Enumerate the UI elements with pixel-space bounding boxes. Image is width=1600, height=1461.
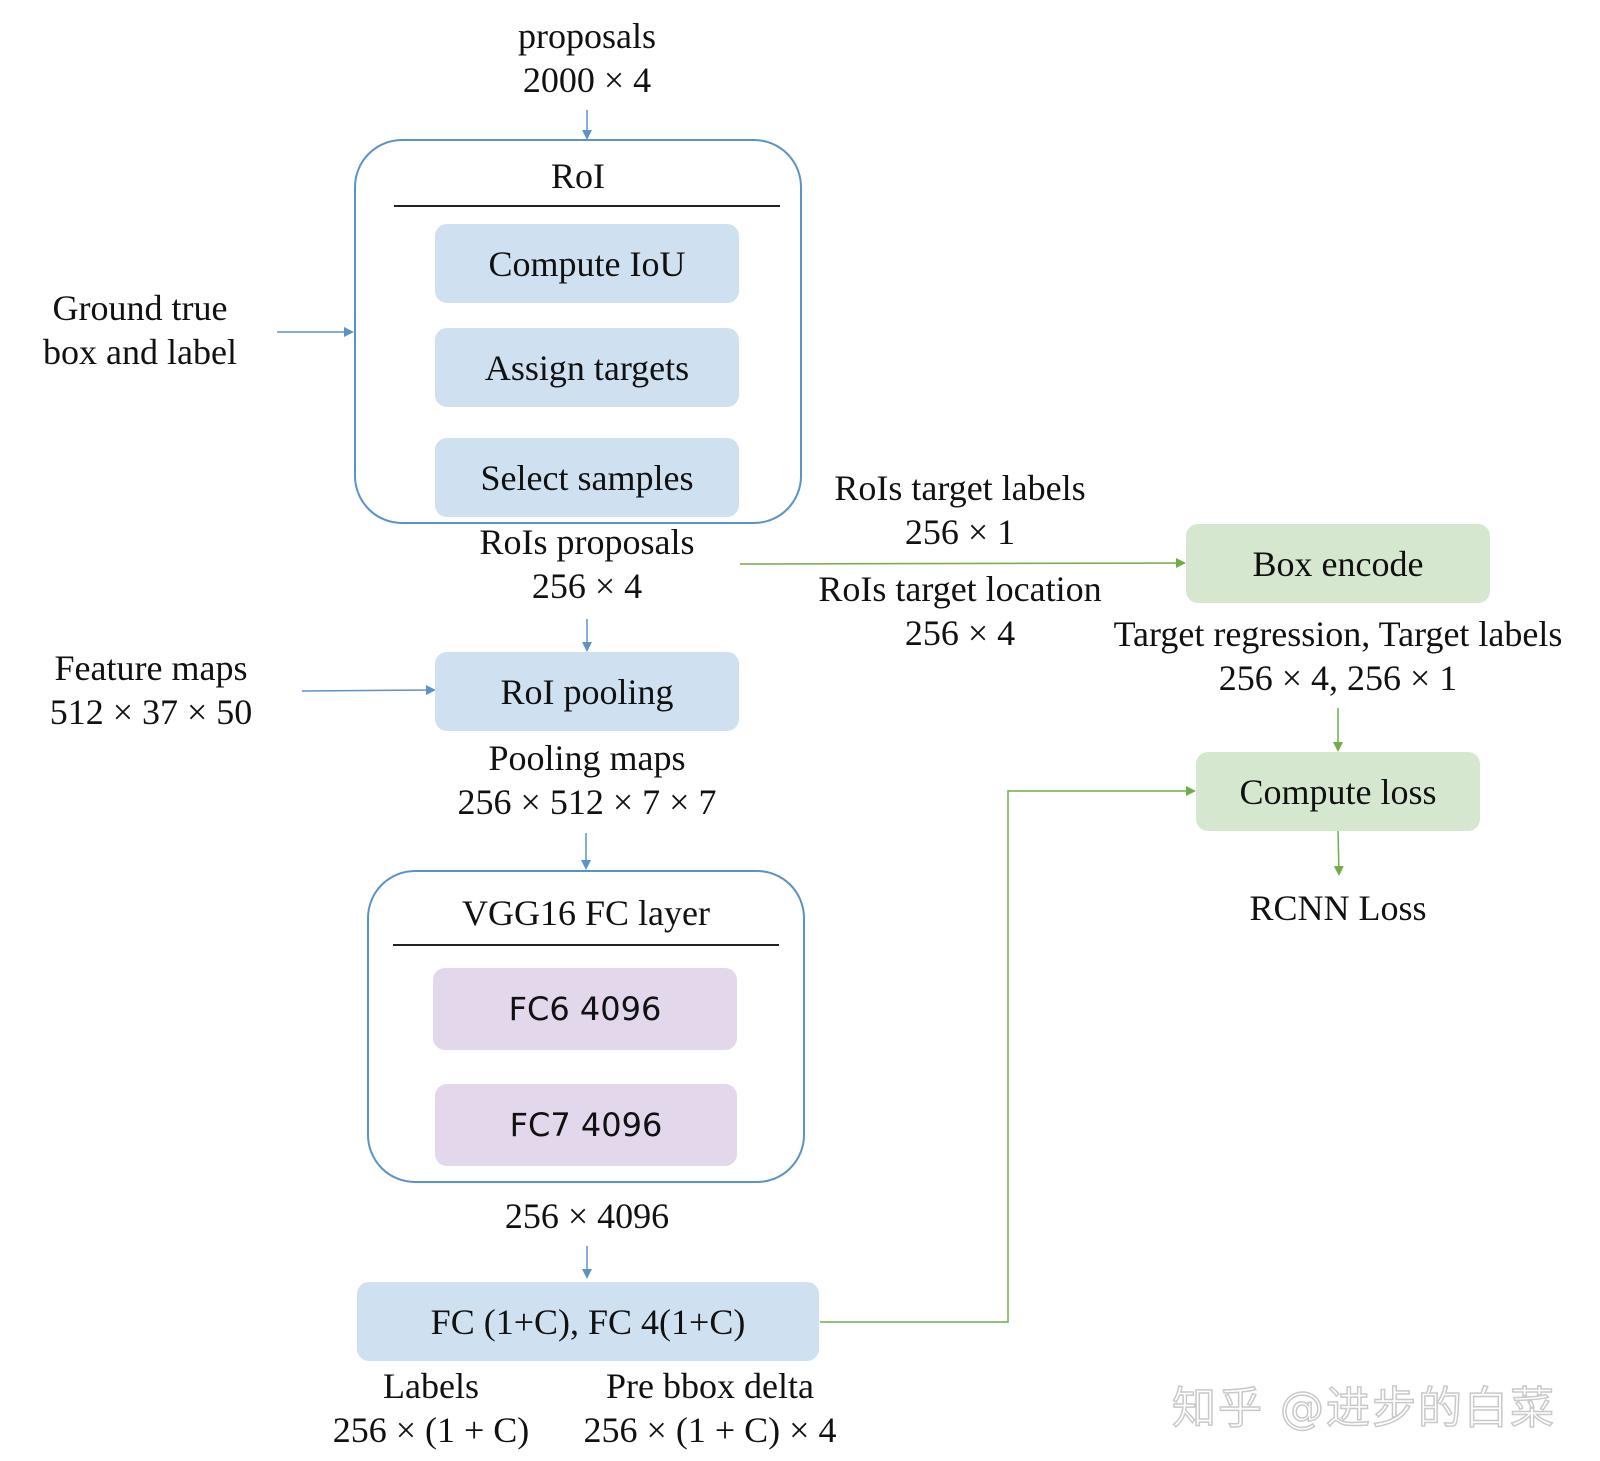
watermark: 知乎 @进步的白菜 — [1171, 1382, 1556, 1435]
arrow-computeloss-to-rcnnloss — [1333, 829, 1344, 876]
proposals-shape: 2000 × 4 — [522, 60, 652, 100]
box-encode-node: Box encode — [1186, 524, 1490, 603]
ground-truth-line2: box and label — [43, 332, 237, 372]
roi-group-title: RoI — [551, 156, 605, 196]
arrow-featuremaps-to-pooling — [301, 685, 436, 696]
feature-maps-label: Feature maps 512 × 37 × 50 — [20, 646, 282, 734]
rois-target-location-shape: 256 × 4 — [904, 613, 1016, 653]
rcnn-loss-label: RCNN Loss — [1249, 888, 1427, 928]
ground-truth-label: Ground true box and label — [20, 286, 260, 374]
rois-target-labels-shape: 256 × 1 — [904, 512, 1016, 552]
fc-heads-node: FC (1+C), FC 4(1+C) — [357, 1282, 819, 1361]
rois-proposals-shape: 256 × 4 — [531, 566, 643, 606]
rois-proposals-label: RoIs proposals 256 × 4 — [447, 520, 727, 608]
assign-targets-step: Assign targets — [435, 328, 739, 407]
target-regression-shape: 256 × 4, 256 × 1 — [1218, 658, 1458, 698]
pooling-maps-title: Pooling maps — [488, 738, 686, 778]
pooling-maps-shape: 256 × 512 × 7 × 7 — [457, 782, 717, 822]
vgg-fc-group-divider — [393, 944, 779, 946]
proposals-title: proposals — [518, 16, 656, 56]
target-regression-label: Target regression, Target labels 256 × 4… — [1098, 612, 1578, 700]
labels-output-title: Labels — [383, 1366, 479, 1406]
fc6-layer: FC6 4096 — [433, 968, 737, 1050]
fc7-layer: FC7 4096 — [435, 1084, 737, 1166]
proposals-label: proposals 2000 × 4 — [467, 14, 707, 102]
target-regression-title: Target regression, Target labels — [1113, 614, 1563, 654]
labels-output-label: Labels 256 × (1 + C) — [300, 1364, 562, 1452]
ground-truth-line1: Ground true — [52, 288, 228, 328]
pooling-maps-label: Pooling maps 256 × 512 × 7 × 7 — [427, 736, 747, 824]
feature-maps-title: Feature maps — [54, 648, 248, 688]
bbox-output-title: Pre bbox delta — [606, 1366, 814, 1406]
select-samples-step: Select samples — [435, 438, 739, 517]
compute-iou-step: Compute IoU — [435, 224, 739, 303]
fc-output-dim-label: 256 × 4096 — [504, 1196, 670, 1236]
rois-target-location-title: RoIs target location — [818, 569, 1102, 609]
rois-target-labels-title: RoIs target labels — [834, 468, 1086, 508]
rois-target-location-label: RoIs target location 256 × 4 — [800, 567, 1120, 655]
roi-group-divider — [394, 205, 780, 207]
bbox-output-shape: 256 × (1 + C) × 4 — [583, 1410, 837, 1450]
rois-target-labels-label: RoIs target labels 256 × 1 — [800, 466, 1120, 554]
vgg-fc-group-title: VGG16 FC layer — [462, 893, 710, 933]
rois-proposals-title: RoIs proposals — [479, 522, 695, 562]
roi-pooling-node: RoI pooling — [435, 652, 739, 731]
feature-maps-shape: 512 × 37 × 50 — [49, 692, 253, 732]
labels-output-shape: 256 × (1 + C) — [332, 1410, 530, 1450]
compute-loss-node: Compute loss — [1196, 752, 1480, 831]
bbox-output-label: Pre bbox delta 256 × (1 + C) × 4 — [560, 1364, 860, 1452]
arrow-roitargets-to-boxencode — [739, 558, 1186, 569]
arrow-fcheads-to-computeloss — [820, 786, 1196, 1323]
